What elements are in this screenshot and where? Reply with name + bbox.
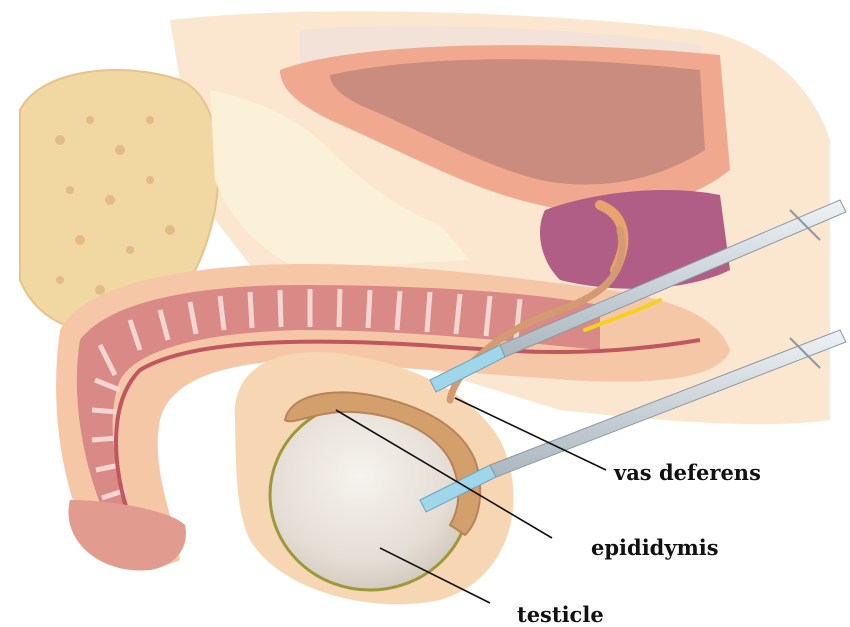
testicle-label: testicle (517, 604, 604, 625)
vas-deferens-label: vas deferens (614, 462, 761, 483)
epididymis-label: epididymis (591, 537, 719, 558)
